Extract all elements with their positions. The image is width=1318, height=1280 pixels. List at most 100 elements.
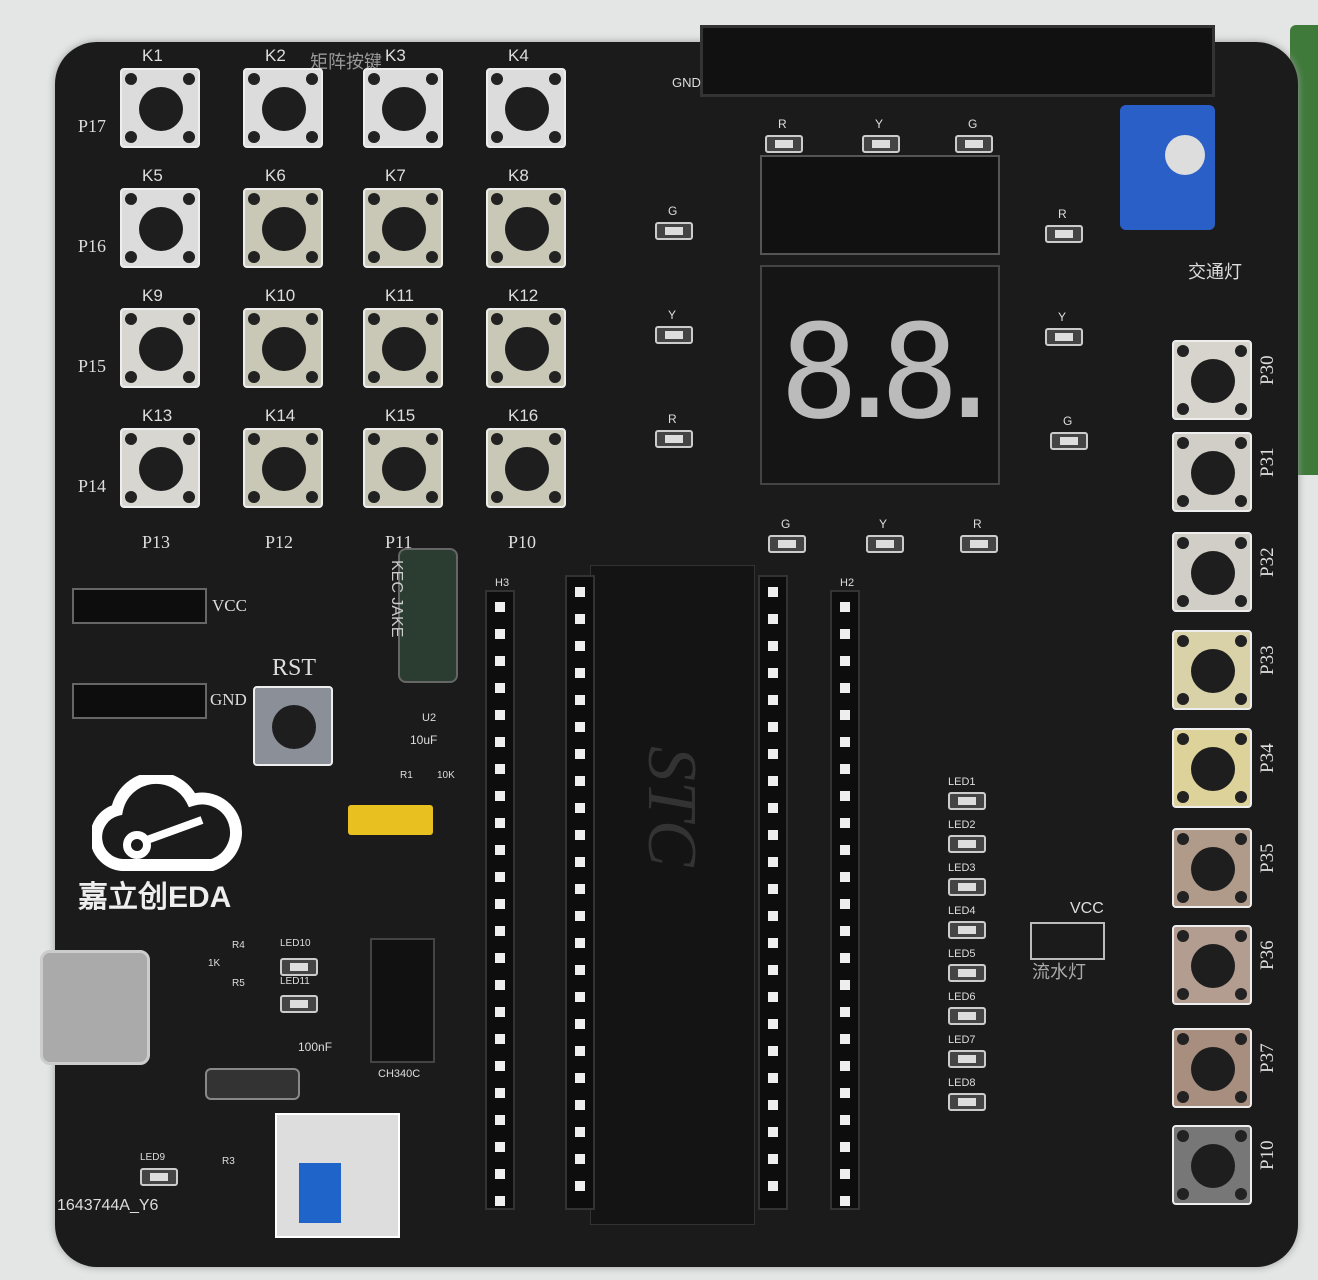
power-button[interactable]: [275, 1113, 400, 1238]
r4-label: R4: [232, 940, 245, 951]
button-pin: [248, 73, 260, 85]
header-pin: [495, 710, 505, 720]
header-pin: [768, 668, 778, 678]
button-cap: [1191, 1144, 1235, 1188]
usb-c-port[interactable]: [40, 950, 150, 1065]
matrix-key-k9[interactable]: [120, 308, 200, 388]
h3-label: H3: [495, 577, 510, 589]
reset-button[interactable]: [253, 686, 333, 766]
header-pin: [575, 857, 585, 867]
header-pin: [495, 602, 505, 612]
button-pin: [1235, 891, 1247, 903]
port-key-p30[interactable]: [1172, 340, 1252, 420]
potentiometer[interactable]: [1120, 105, 1215, 230]
key-label: K3: [385, 46, 406, 65]
button-pin: [183, 433, 195, 445]
button-cap: [139, 327, 183, 371]
matrix-key-k14[interactable]: [243, 428, 323, 508]
matrix-key-k2[interactable]: [243, 68, 323, 148]
pin-header: [758, 575, 788, 1210]
port-key-p33[interactable]: [1172, 630, 1252, 710]
key-label: K2: [265, 46, 286, 65]
header-pin: [495, 1007, 505, 1017]
matrix-key-k6[interactable]: [243, 188, 323, 268]
header-pin: [840, 1007, 850, 1017]
port-key-p35[interactable]: [1172, 828, 1252, 908]
header-pin: [575, 749, 585, 759]
button-pin: [306, 73, 318, 85]
header-pin: [840, 1088, 850, 1098]
header-pin: [575, 884, 585, 894]
button-pin: [549, 131, 561, 143]
matrix-key-k12[interactable]: [486, 308, 566, 388]
matrix-key-k16[interactable]: [486, 428, 566, 508]
ch340c-chip: [370, 938, 435, 1063]
flow-led-label: LED4: [948, 905, 976, 917]
button-cap: [505, 207, 549, 251]
flow-led-5: [948, 964, 986, 982]
button-pin: [491, 371, 503, 383]
header-pin: [840, 791, 850, 801]
matrix-key-k5[interactable]: [120, 188, 200, 268]
flow-light-label: 流水灯: [1032, 962, 1086, 982]
header-pin: [575, 803, 585, 813]
header-pin: [840, 818, 850, 828]
button-pin: [1235, 791, 1247, 803]
status-led: [140, 1168, 178, 1186]
button-cap: [1191, 944, 1235, 988]
header-pin: [495, 980, 505, 990]
vcc-label: VCC: [212, 596, 247, 615]
key-label: K12: [508, 286, 539, 305]
matrix-key-k7[interactable]: [363, 188, 443, 268]
matrix-key-k8[interactable]: [486, 188, 566, 268]
port-key-p32[interactable]: [1172, 532, 1252, 612]
button-pin: [426, 251, 438, 263]
matrix-key-k3[interactable]: [363, 68, 443, 148]
flow-jumper[interactable]: [1030, 922, 1105, 960]
port-key-p37[interactable]: [1172, 1028, 1252, 1108]
header-pin: [495, 683, 505, 693]
button-pin: [491, 131, 503, 143]
header-pin: [495, 1061, 505, 1071]
traffic-led-label: G: [1063, 414, 1073, 428]
key-label: K1: [142, 46, 163, 65]
button-pin: [426, 193, 438, 205]
port-key-p36[interactable]: [1172, 925, 1252, 1005]
matrix-key-k11[interactable]: [363, 308, 443, 388]
button-cap: [262, 327, 306, 371]
port-key-p31[interactable]: [1172, 432, 1252, 512]
port-key-label: P33: [1257, 645, 1278, 675]
key-label: K15: [385, 406, 416, 425]
matrix-key-k13[interactable]: [120, 428, 200, 508]
button-pin: [125, 73, 137, 85]
header-pin: [575, 830, 585, 840]
port-key-p10[interactable]: [1172, 1125, 1252, 1205]
header-pin: [840, 629, 850, 639]
header-pin: [575, 641, 585, 651]
header-pin: [840, 926, 850, 936]
button-pin: [491, 73, 503, 85]
matrix-key-k4[interactable]: [486, 68, 566, 148]
button-pin: [125, 131, 137, 143]
header-pin: [495, 1142, 505, 1152]
flow-led-label: LED7: [948, 1034, 976, 1046]
header-pin: [840, 764, 850, 774]
matrix-key-k10[interactable]: [243, 308, 323, 388]
col-label: P13: [142, 532, 171, 552]
matrix-key-k1[interactable]: [120, 68, 200, 148]
flow-led-3: [948, 878, 986, 896]
port-key-p34[interactable]: [1172, 728, 1252, 808]
header-pin: [495, 1088, 505, 1098]
flow-led-1: [948, 792, 986, 810]
button-pin: [1177, 930, 1189, 942]
button-pin: [549, 73, 561, 85]
traffic-led-label: Y: [668, 308, 677, 322]
header-pin: [768, 776, 778, 786]
yellow-jumper[interactable]: [348, 805, 433, 835]
u2-label: U2: [422, 712, 437, 724]
button-pin: [1235, 1130, 1247, 1142]
button-cap: [382, 207, 426, 251]
slide-switch[interactable]: [205, 1068, 300, 1100]
button-pin: [549, 193, 561, 205]
matrix-key-k15[interactable]: [363, 428, 443, 508]
